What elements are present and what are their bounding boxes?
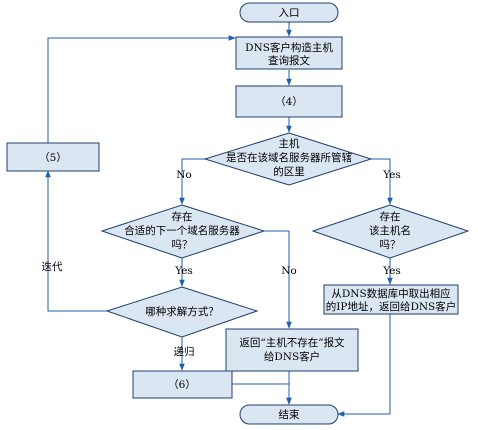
decision-host-exists: 存在 该主机名 吗？: [311, 204, 470, 259]
not-exist-line2: 给DNS客户: [264, 350, 320, 363]
decision-managed-line3: 的区里: [273, 165, 305, 178]
decision-managed-line1: 主机: [279, 137, 300, 150]
not-exist-box: 返回“主机不存在”报文 给DNS客户: [225, 328, 359, 372]
decision-method: 哪种求解方式？: [105, 286, 259, 338]
decision-host-exists-line2: 该主机名: [369, 224, 411, 237]
fetch-ip-line2: 的IP地址，返回给DNS客户: [326, 300, 457, 313]
edge-fetchip-to-end: [337, 313, 391, 417]
edge-method-iterative: [45, 170, 107, 312]
not-exist-shape: [225, 328, 359, 372]
edge-step5-to-construct: [47, 35, 236, 143]
label-no-managed: No: [176, 169, 192, 181]
label-no-next-server: No: [281, 265, 297, 277]
step5-shape: [6, 142, 100, 172]
decision-method-label: 哪种求解方式？: [145, 305, 219, 318]
step5-box: （5）: [6, 142, 100, 172]
decision-managed-line2: 是否在该域名服务器所管辖: [226, 151, 352, 164]
edge-managed-no: [179, 158, 205, 205]
step6-box: （6）: [132, 370, 233, 399]
decision-next-server-line2: 合适的下一个域名服务器: [124, 224, 240, 237]
step4-box: （4）: [235, 85, 343, 118]
end-terminator: 结束: [239, 404, 339, 425]
label-yes-exists: Yes: [382, 265, 401, 277]
start-terminator: 入口: [239, 2, 339, 23]
decision-managed: 主机 是否在该域名服务器所管辖 的区里: [203, 132, 373, 186]
decision-host-exists-shape: [311, 204, 470, 259]
step5-label: （5）: [39, 152, 67, 164]
decision-next-server-shape: [100, 204, 266, 259]
decision-managed-shape: [203, 132, 373, 186]
label-yes-next-server: Yes: [174, 265, 193, 277]
end-label: 结束: [279, 408, 300, 421]
decision-next-server-line1: 存在: [172, 210, 193, 223]
decision-next-server: 存在 合适的下一个域名服务器 吗？: [100, 204, 266, 259]
decision-host-exists-line1: 存在: [380, 210, 401, 223]
fetch-ip-line1: 从DNS数据库中取出相应: [331, 287, 451, 300]
fetch-ip-box: 从DNS数据库中取出相应 的IP地址，返回给DNS客户: [323, 284, 459, 315]
step6-label: （6）: [168, 379, 196, 391]
start-label: 入口: [279, 7, 300, 19]
decision-host-exists-line3: 吗？: [380, 239, 401, 251]
construct-query-box: DNS客户构造主机 查询报文: [235, 36, 343, 70]
construct-query-line2: 查询报文: [268, 54, 310, 67]
step6-shape: [132, 370, 233, 399]
start-shape: [239, 2, 339, 23]
step4-label: （4）: [275, 96, 303, 108]
edge-labels: No Yes Yes No Yes 迭代 递归: [42, 169, 401, 358]
edge-step6-to-end: [232, 383, 292, 405]
edge-next-server-no: [264, 230, 292, 329]
construct-query-line1: DNS客户构造主机: [245, 41, 333, 54]
decision-method-shape: [105, 286, 259, 338]
connector-lines: [45, 22, 393, 417]
end-shape: [239, 404, 339, 425]
label-yes-managed: Yes: [382, 169, 401, 181]
edge-managed-yes: [371, 158, 393, 205]
construct-query-shape: [235, 36, 343, 70]
fetch-ip-shape: [323, 284, 459, 315]
label-iterative: 迭代: [42, 261, 63, 273]
not-exist-line1: 返回“主机不存在”报文: [239, 336, 345, 349]
step4-shape: [235, 85, 343, 118]
decision-next-server-line3: 吗？: [172, 239, 193, 251]
label-recursive: 递归: [174, 345, 195, 358]
